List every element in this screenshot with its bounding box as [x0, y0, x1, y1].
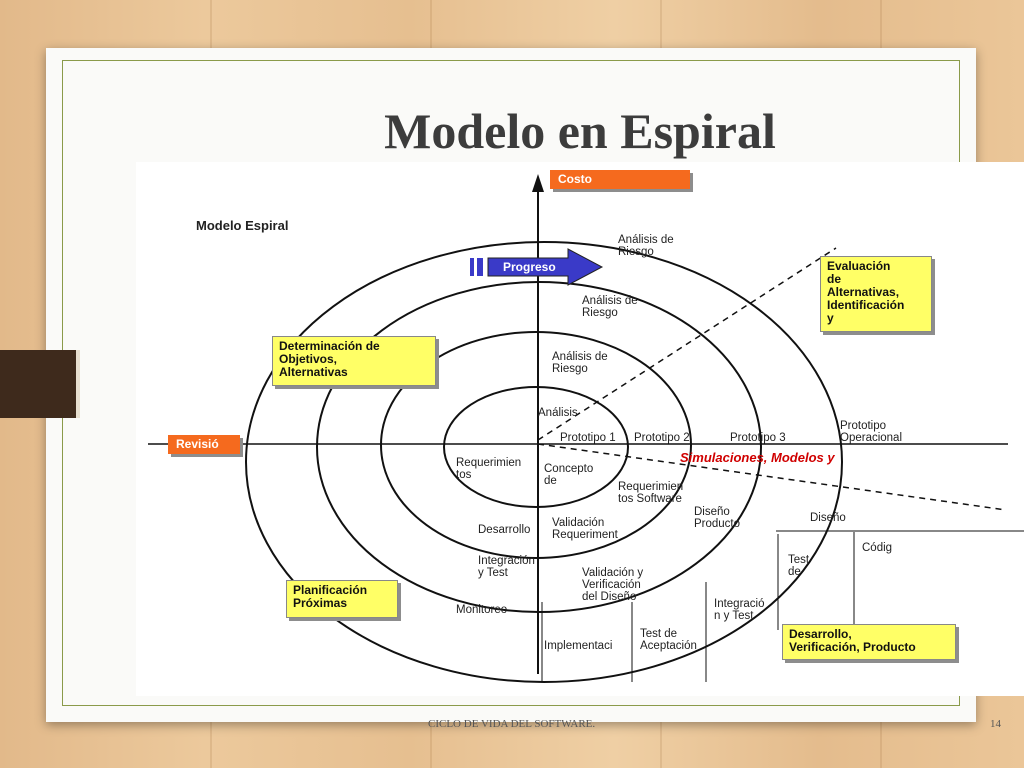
- planning-box: Planificación Próximas: [286, 580, 398, 618]
- side-tab: [0, 350, 80, 418]
- risk-label-2: Análisis de Riesgo: [552, 351, 608, 375]
- objectives-box: Determinación de Objetivos, Alternativas: [272, 336, 436, 386]
- implementation-label: Implementaci: [544, 640, 613, 652]
- spiral-diagram: Modelo Espiral Costo Revisió Progreso De…: [136, 162, 1024, 696]
- risk-label-1: Análisis: [538, 407, 578, 419]
- spiral-ring-1: [443, 386, 629, 508]
- dashed-line-lower: [537, 443, 1007, 511]
- spiral-ring-4: [245, 241, 843, 683]
- product-design-label: Diseño Producto: [694, 506, 741, 530]
- development-label: Desarrollo: [478, 524, 531, 536]
- prototype-label-2: Prototipo 2: [634, 432, 690, 444]
- development-box: Desarrollo, Verificación, Producto: [782, 624, 956, 660]
- unit-test-label: Test de: [788, 554, 810, 578]
- spiral-svg: [148, 174, 1024, 683]
- design-validation-label: Validación y Verificación del Diseño: [582, 567, 644, 603]
- prototype-label-operational: Prototipo Operacional: [840, 420, 903, 444]
- simulations-label: Simulaciones, Modelos y: [680, 450, 835, 465]
- prototype-label-3: Prototipo 3: [730, 432, 786, 444]
- concept-label: Concepto de: [544, 463, 594, 487]
- slide-title: Modelo en Espiral: [384, 103, 776, 159]
- evaluation-box: Evaluación de Alternativas, Identificaci…: [820, 256, 932, 332]
- software-requirements-label: Requerimien tos Software: [618, 481, 684, 505]
- spiral-ring-3: [316, 281, 762, 613]
- requirements-label: Requerimien tos: [456, 457, 522, 481]
- progress-arrow: [470, 248, 604, 286]
- risk-label-3: Análisis de Riesgo: [582, 295, 638, 319]
- dashed-line-upper: [537, 247, 837, 441]
- acceptance-test-label: Test de Aceptación: [640, 628, 697, 652]
- vertical-axis-arrowhead: [532, 174, 544, 192]
- progress-label: Progreso: [503, 260, 556, 274]
- requirements-validation-label: Validación Requeriment: [552, 517, 618, 541]
- code-label: Códig: [862, 542, 893, 554]
- integration-test-right-label: Integració n y Test: [714, 598, 765, 622]
- integration-test-left-label: Integración y Test: [478, 555, 535, 579]
- diagram-heading: Modelo Espiral: [196, 218, 289, 233]
- prototype-label-1: Prototipo 1: [560, 432, 616, 444]
- risk-label-4: Análisis de Riesgo: [618, 234, 674, 258]
- review-axis-label: Revisió: [168, 435, 240, 454]
- spiral-ring-2: [380, 331, 692, 559]
- footer-text: CICLO DE VIDA DEL SOFTWARE.: [428, 718, 596, 730]
- page-number: 14: [990, 718, 1001, 730]
- monitoring-label: Monitoreo: [456, 604, 508, 616]
- design-label: Diseño: [810, 512, 846, 524]
- cost-axis-label: Costo: [550, 170, 690, 189]
